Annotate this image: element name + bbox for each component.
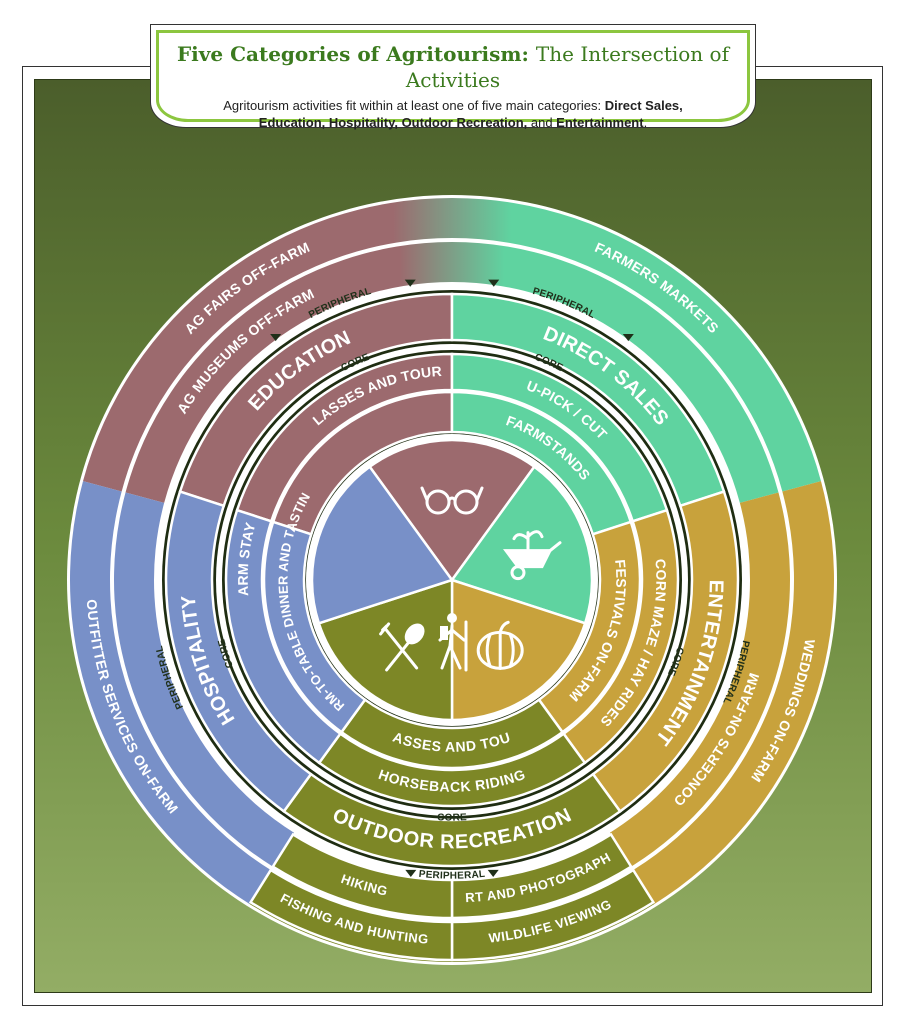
hiker-backpack <box>440 626 448 640</box>
peripheral-band-entertainment <box>609 492 790 867</box>
core-band-farm-to-table <box>224 508 343 765</box>
tag-triangle-0 <box>270 333 282 342</box>
subtitle-category-entertainment: Entertainment <box>556 115 644 130</box>
glasses-lens-left <box>425 489 451 515</box>
wheel-bands <box>67 195 837 965</box>
pumpkin-ribs <box>485 620 515 670</box>
tag-triangle-2 <box>488 279 500 287</box>
fork <box>379 622 419 670</box>
peripheral-band-hospitality <box>114 492 295 867</box>
peripheral-band-top <box>125 242 779 503</box>
spoon-handle <box>385 638 413 672</box>
wheel-icons <box>379 486 562 672</box>
tag-peripheral-outdoor: PERIPHERAL <box>418 869 486 882</box>
title-regular-part: The Intersection of Activities <box>405 42 729 92</box>
wheelbarrow-handle-sprout <box>512 530 562 553</box>
tag-core-outdoor: CORE <box>437 812 467 823</box>
tag-triangle-5 <box>405 869 417 877</box>
wheelbarrow-wheel <box>510 565 526 581</box>
glasses-lens-right <box>453 489 479 515</box>
tag-peripheral-outdoor-text: PERIPHERAL <box>418 869 485 882</box>
pumpkin-icon <box>476 620 524 670</box>
tag-core-outdoor-text: CORE <box>437 812 467 823</box>
outdoor-peripheral-fishing <box>248 868 454 962</box>
title-bold-part: Five Categories of Agritourism: <box>176 42 529 66</box>
subtitle-and: and <box>527 115 557 130</box>
fork-spoon-icon <box>379 622 425 672</box>
wheelbarrow-icon <box>502 530 562 581</box>
center-slice-entertainment <box>450 578 587 722</box>
subtitle-intro: Agritourism activities fit within at lea… <box>223 98 605 113</box>
hiker-head <box>447 613 457 623</box>
subtitle-category-list: Education, Hospitality, Outdoor Recreati… <box>258 115 528 130</box>
outdoor-peripheral-hiking <box>271 832 454 920</box>
outer-band-entertainment <box>633 481 834 904</box>
core-band-farm-stays <box>262 520 367 734</box>
title-box: Five Categories of Agritourism: The Inte… <box>150 24 756 130</box>
category-band-hospitality <box>164 490 313 814</box>
subtitle-end: . <box>643 115 648 130</box>
glasses-frame <box>420 486 484 502</box>
tag-triangle-1 <box>404 279 416 287</box>
center-slice-direct-sales <box>449 464 594 625</box>
outer-band-hospitality <box>70 481 271 904</box>
subtitle-category-direct-sales: Direct Sales, <box>604 98 683 113</box>
page-title: Five Categories of Agritourism: The Inte… <box>159 41 747 93</box>
outer-band-top <box>83 198 821 492</box>
page-subtitle: Agritourism activities fit within at lea… <box>159 97 747 131</box>
glasses-icon <box>420 486 484 515</box>
tag-triangle-4 <box>487 869 499 877</box>
hiker-icon <box>438 613 468 672</box>
title-inner-border: Five Categories of Agritourism: The Inte… <box>156 30 750 130</box>
center-slice-outdoor <box>317 578 454 722</box>
center-slice-hospitality <box>310 464 455 625</box>
wheelbarrow-tub <box>502 549 553 569</box>
tag-triangle-3 <box>622 333 634 342</box>
center-slice-education <box>367 438 537 583</box>
